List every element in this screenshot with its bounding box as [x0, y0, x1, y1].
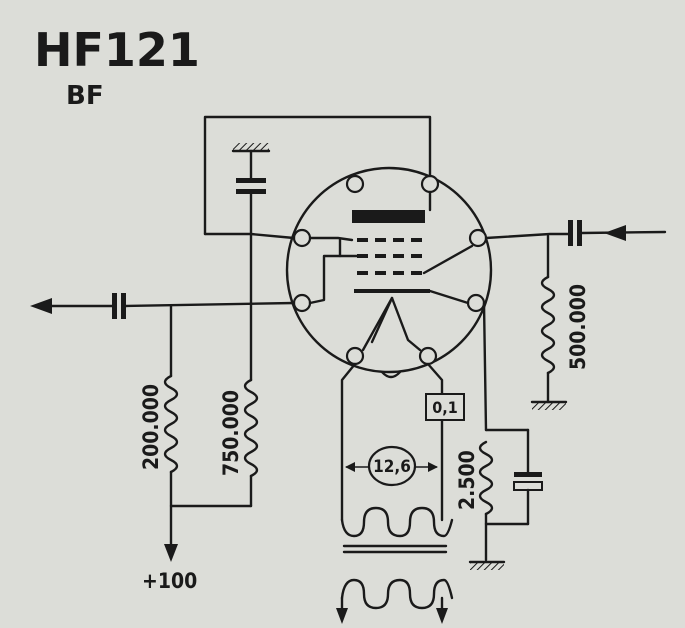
capacitor-bypass: [236, 178, 266, 183]
capacitor-cathode: [514, 472, 542, 477]
supply-label: +100: [142, 569, 197, 593]
tube-envelope: [285, 166, 493, 379]
ground-top: [233, 143, 269, 151]
tube-plate: [352, 210, 425, 223]
capacitor-input: [568, 220, 573, 246]
tube-heater: [361, 296, 422, 352]
resistor-500k: [540, 275, 556, 375]
tube-title: HF121: [34, 23, 200, 77]
ground-cathode: [470, 562, 504, 570]
resistor-2500-label: 2.500: [455, 450, 479, 510]
supply-arrow: [164, 544, 178, 562]
heater-voltage-circle: [367, 445, 417, 487]
heater-voltage-label: 12,6: [373, 457, 411, 477]
resistor-500k-label: 500.000: [566, 284, 590, 370]
heater-current-box: [425, 393, 465, 421]
tube-subtitle: BF: [66, 81, 104, 111]
resistor-750k-label: 750.000: [219, 390, 243, 476]
tube-grids: [357, 238, 425, 275]
heater-transformer: [336, 506, 454, 624]
input-arrow: [604, 225, 626, 241]
capacitor-output: [112, 293, 117, 319]
resistor-200k: [163, 374, 179, 474]
heater-current-label: 0,1: [432, 398, 458, 417]
resistor-2500: [478, 440, 494, 516]
resistor-200k-label: 200.000: [139, 384, 163, 470]
resistor-750k: [243, 378, 259, 478]
output-arrow: [30, 298, 52, 314]
ground-input: [532, 402, 566, 410]
